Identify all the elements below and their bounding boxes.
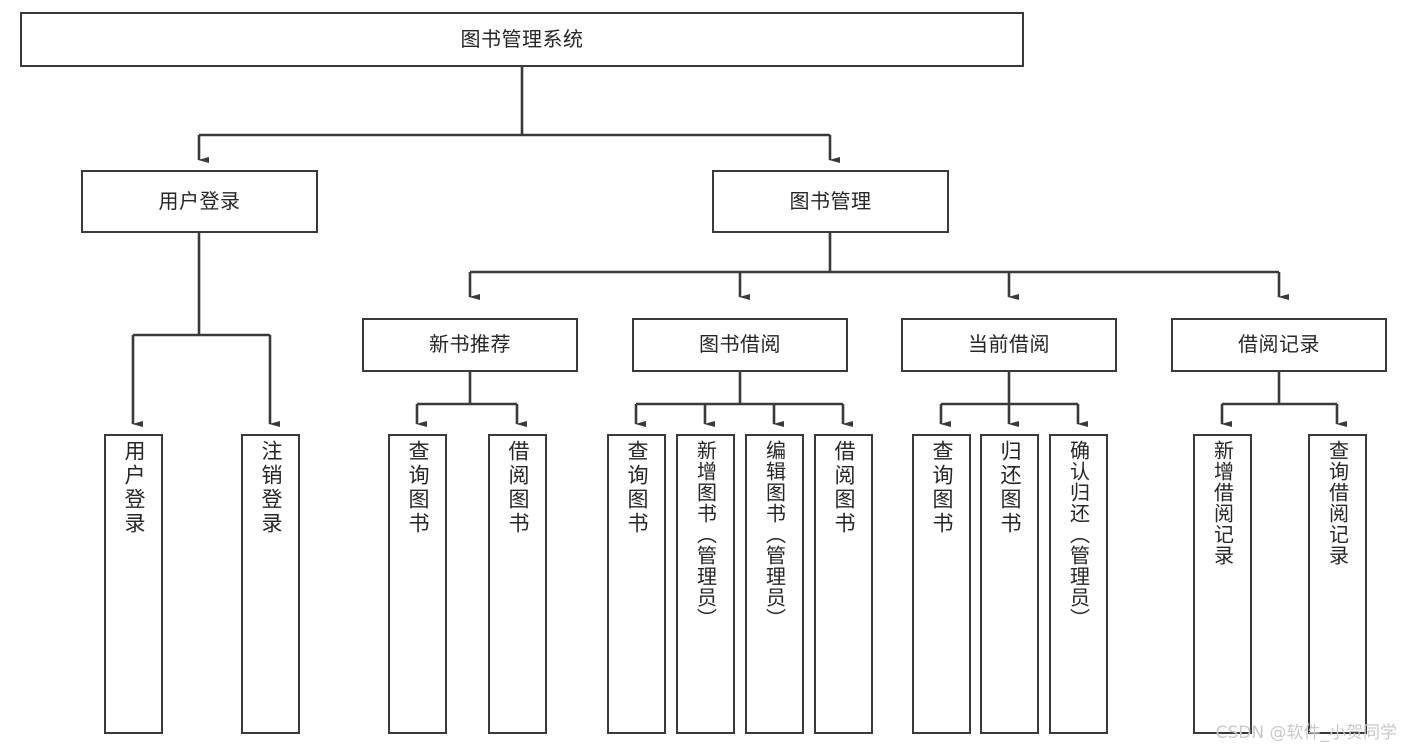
node-label: 当前借阅 [968,332,1050,357]
node-leaf-edit-book-admin[interactable]: 编辑图书（管理员） [745,434,804,734]
node-label: 借阅图书 [832,440,856,536]
node-label: 图书管理 [789,188,872,213]
node-current-borrow[interactable]: 当前借阅 [901,318,1117,372]
node-book-borrow[interactable]: 图书借阅 [632,318,848,372]
node-label: 注销登录 [259,440,283,536]
node-root-system[interactable]: 图书管理系统 [20,12,1024,67]
node-book-management[interactable]: 图书管理 [712,170,949,233]
node-borrow-record[interactable]: 借阅记录 [1171,318,1387,372]
node-label: 新增图书（管理员） [693,440,718,629]
node-label: 新增借阅记录 [1210,440,1235,566]
csdn-watermark: CSDN @软件_小贺同学 [1215,723,1397,743]
node-label: 借阅记录 [1238,332,1320,357]
node-label: 归还图书 [998,440,1022,536]
node-label: 借阅图书 [506,440,530,536]
node-label: 查询图书 [406,440,430,536]
node-label: 用户登录 [158,188,241,213]
node-leaf-logout-login[interactable]: 注销登录 [241,434,300,734]
node-label: 图书借阅 [699,332,781,357]
node-leaf-add-borrow-record[interactable]: 新增借阅记录 [1193,434,1252,734]
node-leaf-return-book[interactable]: 归还图书 [980,434,1039,734]
node-user-login[interactable]: 用户登录 [81,170,318,233]
node-leaf-borrow-book-1[interactable]: 借阅图书 [488,434,547,734]
node-leaf-query-book-2[interactable]: 查询图书 [607,434,666,734]
node-leaf-confirm-return-admin[interactable]: 确认归还（管理员） [1049,434,1108,734]
node-leaf-borrow-book-2[interactable]: 借阅图书 [814,434,873,734]
node-leaf-add-book-admin[interactable]: 新增图书（管理员） [676,434,735,734]
node-leaf-query-book-1[interactable]: 查询图书 [388,434,447,734]
node-label: 查询图书 [625,440,649,536]
node-label: 查询图书 [930,440,954,536]
node-label: 查询借阅记录 [1325,440,1350,566]
node-leaf-query-book-3[interactable]: 查询图书 [912,434,971,734]
node-label: 确认归还（管理员） [1066,440,1091,629]
node-leaf-query-borrow-record[interactable]: 查询借阅记录 [1308,434,1367,734]
node-label: 图书管理系统 [460,26,584,51]
node-label: 新书推荐 [429,332,511,357]
node-label: 用户登录 [122,440,146,536]
node-leaf-user-login[interactable]: 用户登录 [104,434,163,734]
node-label: 编辑图书（管理员） [762,440,787,629]
node-new-book-recommend[interactable]: 新书推荐 [362,318,578,372]
